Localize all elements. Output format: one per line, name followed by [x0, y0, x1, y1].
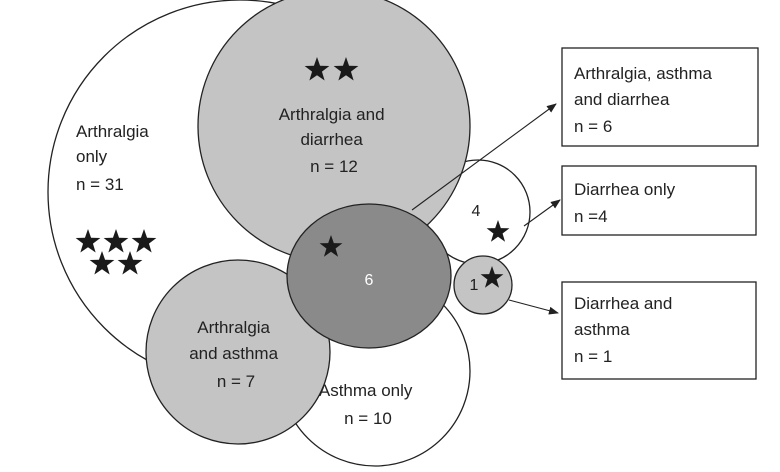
- stars-all-three: [319, 235, 343, 257]
- black-star-icon: [486, 220, 510, 242]
- callout-text-diarrhea-only: Diarrhea only n =4: [574, 180, 680, 226]
- black-star-icon: [103, 229, 129, 253]
- circle-diarrhea-asthma: [453, 255, 513, 315]
- label-arthralgia-diarrhea: Arthralgia and diarrhea n = 12: [279, 105, 390, 176]
- black-star-icon: [117, 251, 143, 275]
- stars-diarrhea-asthma: [480, 266, 504, 288]
- black-star-icon: [333, 57, 359, 81]
- callout-box-diarrhea-only: [561, 165, 757, 236]
- stars-arthralgia-diarrhea: [304, 57, 359, 81]
- callout-box-diarrhea-asthma: [561, 281, 757, 380]
- callout-text-diarrhea-asthma: Diarrhea and asthma n = 1: [574, 294, 677, 366]
- arrow-all-three: [411, 103, 557, 211]
- circle-all-three: [286, 203, 452, 349]
- black-star-icon: [319, 235, 343, 257]
- black-star-icon: [131, 229, 157, 253]
- label-arthralgia-only: Arthralgia only n = 31: [76, 122, 154, 194]
- label-all-three-count: 6: [365, 272, 374, 289]
- label-asthma-only: Asthma only n = 10: [319, 381, 417, 428]
- black-star-icon: [89, 251, 115, 275]
- black-star-icon: [480, 266, 504, 288]
- callout-box-all-three: [561, 47, 759, 147]
- arrow-diarrhea-asthma: [508, 299, 559, 315]
- stars-arthralgia-only: [75, 229, 157, 275]
- label-arthralgia-asthma: Arthralgia and asthma n = 7: [189, 318, 283, 391]
- label-diarrhea-only-count: 4: [472, 203, 481, 220]
- callout-text-all-three: Arthralgia, asthma and diarrhea n = 6: [574, 64, 717, 136]
- arrow-diarrhea-only: [523, 199, 561, 227]
- black-star-icon: [75, 229, 101, 253]
- stars-diarrhea-only: [486, 220, 510, 242]
- label-diarrhea-asthma-count: 1: [470, 277, 479, 294]
- circle-arthralgia-asthma: [145, 259, 331, 445]
- black-star-icon: [304, 57, 330, 81]
